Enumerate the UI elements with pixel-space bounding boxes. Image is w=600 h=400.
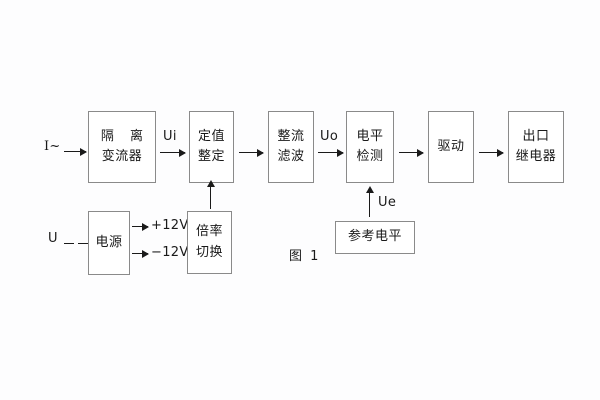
lead-voltage-input xyxy=(64,243,74,244)
block-multiplier-switch[interactable]: 倍率 切换 xyxy=(187,211,232,274)
voltage-input-label: U xyxy=(48,231,58,246)
rail-label-positive: +12V xyxy=(151,218,189,233)
block-rectify-filter-line1: 整流 xyxy=(277,128,305,144)
arrow-rail-positive xyxy=(132,223,149,231)
figure-caption: 图 1 xyxy=(289,249,321,264)
signal-label-ui: Ui xyxy=(163,129,177,144)
signal-label-uo: Uo xyxy=(320,129,339,144)
arrow-isolation-to-setting xyxy=(160,149,186,157)
block-setting-value-line2: 整定 xyxy=(197,149,225,164)
block-multiplier-switch-line2: 切换 xyxy=(195,244,223,260)
arrow-rail-negative xyxy=(132,250,149,258)
current-input-label: I~ xyxy=(44,139,61,154)
block-power-supply-line1: 电源 xyxy=(95,234,123,250)
block-drive-line1: 驱动 xyxy=(437,138,465,154)
block-output-relay-line1: 出口 xyxy=(522,128,550,144)
arrow-drive-to-output-relay xyxy=(479,149,504,157)
arrow-reference-to-level-detect xyxy=(365,186,374,217)
block-level-detect[interactable]: 电平 检测 xyxy=(346,111,394,183)
block-rectify-filter[interactable]: 整流 滤波 xyxy=(268,111,314,183)
arrow-setting-to-rectify xyxy=(239,149,264,157)
arrow-current-input-to-isolation xyxy=(64,148,87,156)
block-reference-level[interactable]: 参考电平 xyxy=(335,221,415,254)
arrow-level-detect-to-drive xyxy=(399,149,424,157)
block-isolation-ct[interactable]: 隔 离 变流器 xyxy=(88,111,156,183)
block-isolation-ct-line2: 变流器 xyxy=(101,149,143,164)
block-power-supply[interactable]: 电源 xyxy=(88,211,130,275)
rail-label-negative: −12V xyxy=(151,245,189,260)
block-level-detect-line2: 检测 xyxy=(356,149,384,164)
block-output-relay[interactable]: 出口 继电器 xyxy=(508,111,564,183)
block-setting-value-line1: 定值 xyxy=(197,128,225,144)
block-setting-value[interactable]: 定值 整定 xyxy=(189,111,234,183)
block-output-relay-line2: 继电器 xyxy=(515,149,557,164)
signal-label-ue: Ue xyxy=(378,195,397,210)
block-reference-level-line1: 参考电平 xyxy=(347,229,402,245)
block-level-detect-line1: 电平 xyxy=(356,128,384,144)
block-isolation-ct-line1: 隔 离 xyxy=(100,128,150,144)
arrow-multiplier-to-setting-value xyxy=(206,180,215,209)
block-multiplier-switch-line1: 倍率 xyxy=(195,224,223,240)
block-drive[interactable]: 驱动 xyxy=(428,111,474,183)
block-rectify-filter-line2: 滤波 xyxy=(277,149,305,164)
arrow-rectify-to-level-detect xyxy=(318,149,344,157)
